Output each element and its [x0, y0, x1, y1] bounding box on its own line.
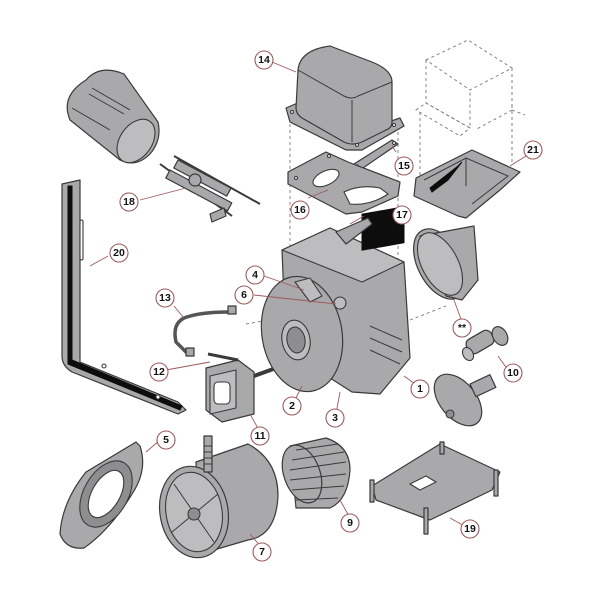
- callout-label: 15: [398, 160, 410, 172]
- callout-label: 14: [258, 54, 270, 66]
- callout-label: 9: [347, 517, 353, 529]
- callout-label: 1: [417, 383, 423, 395]
- callout-1: 1: [410, 379, 430, 399]
- callout-label: 4: [252, 269, 258, 281]
- part-oil-pump: [205, 352, 277, 423]
- callout-label: 12: [153, 366, 165, 378]
- callout-label: 18: [123, 196, 135, 208]
- part-air-intake-box: [413, 149, 521, 219]
- part-burner-housing: [260, 206, 411, 395]
- part-diffuser: [433, 373, 497, 427]
- callout-17: 17: [392, 205, 412, 225]
- part-burner-head-cone: [413, 225, 479, 301]
- callout-label: 16: [294, 204, 306, 216]
- callout-label: 7: [259, 546, 265, 558]
- callout-label: 3: [332, 412, 338, 424]
- callout-label: 13: [159, 292, 171, 304]
- callout-label: 20: [113, 247, 125, 259]
- callout-label: 19: [464, 523, 476, 535]
- callout-label: 21: [527, 144, 539, 156]
- ghost-housing-outline: [415, 39, 526, 137]
- callout-7: 7: [252, 542, 272, 562]
- callout-3: 3: [325, 408, 345, 428]
- callout-6: 6: [234, 285, 254, 305]
- callout-12: 12: [149, 362, 169, 382]
- part-cylinder-sleeve: [66, 69, 160, 164]
- callout-18: 18: [119, 192, 139, 212]
- callout-14: 14: [254, 50, 274, 70]
- part-mounting-bracket: [61, 179, 187, 415]
- part-nozzle-holder: [461, 326, 509, 362]
- part-motor: [158, 435, 279, 559]
- callout-label: 11: [254, 430, 265, 442]
- part-burner-cover: [285, 45, 405, 151]
- callout-4: 4: [245, 265, 265, 285]
- part-fan-wheel: [281, 437, 351, 509]
- callout-10: 10: [503, 363, 523, 383]
- callout-13: 13: [155, 288, 175, 308]
- callout-20: 20: [109, 243, 129, 263]
- part-electrode-assembly: [159, 155, 261, 223]
- callout-11: 11: [250, 426, 270, 446]
- callout-label: 17: [396, 209, 408, 221]
- callout-label: 2: [289, 400, 295, 412]
- callout-label: 6: [241, 289, 247, 301]
- callout-label: 10: [507, 367, 519, 379]
- callout-16: 16: [290, 200, 310, 220]
- callout-double-asterisk: **: [452, 318, 472, 338]
- callout-19: 19: [460, 519, 480, 539]
- callout-9: 9: [340, 513, 360, 533]
- part-mounting-flange: [59, 441, 144, 549]
- part-base-plate: [369, 441, 501, 535]
- part-oil-line: [173, 305, 237, 357]
- callout-2: 2: [282, 396, 302, 416]
- callout-5: 5: [156, 430, 176, 450]
- callout-label: **: [458, 322, 467, 334]
- callout-15: 15: [394, 156, 414, 176]
- callout-label: 5: [163, 434, 169, 446]
- callout-21: 21: [523, 140, 543, 160]
- part-cover-gasket: [287, 151, 401, 215]
